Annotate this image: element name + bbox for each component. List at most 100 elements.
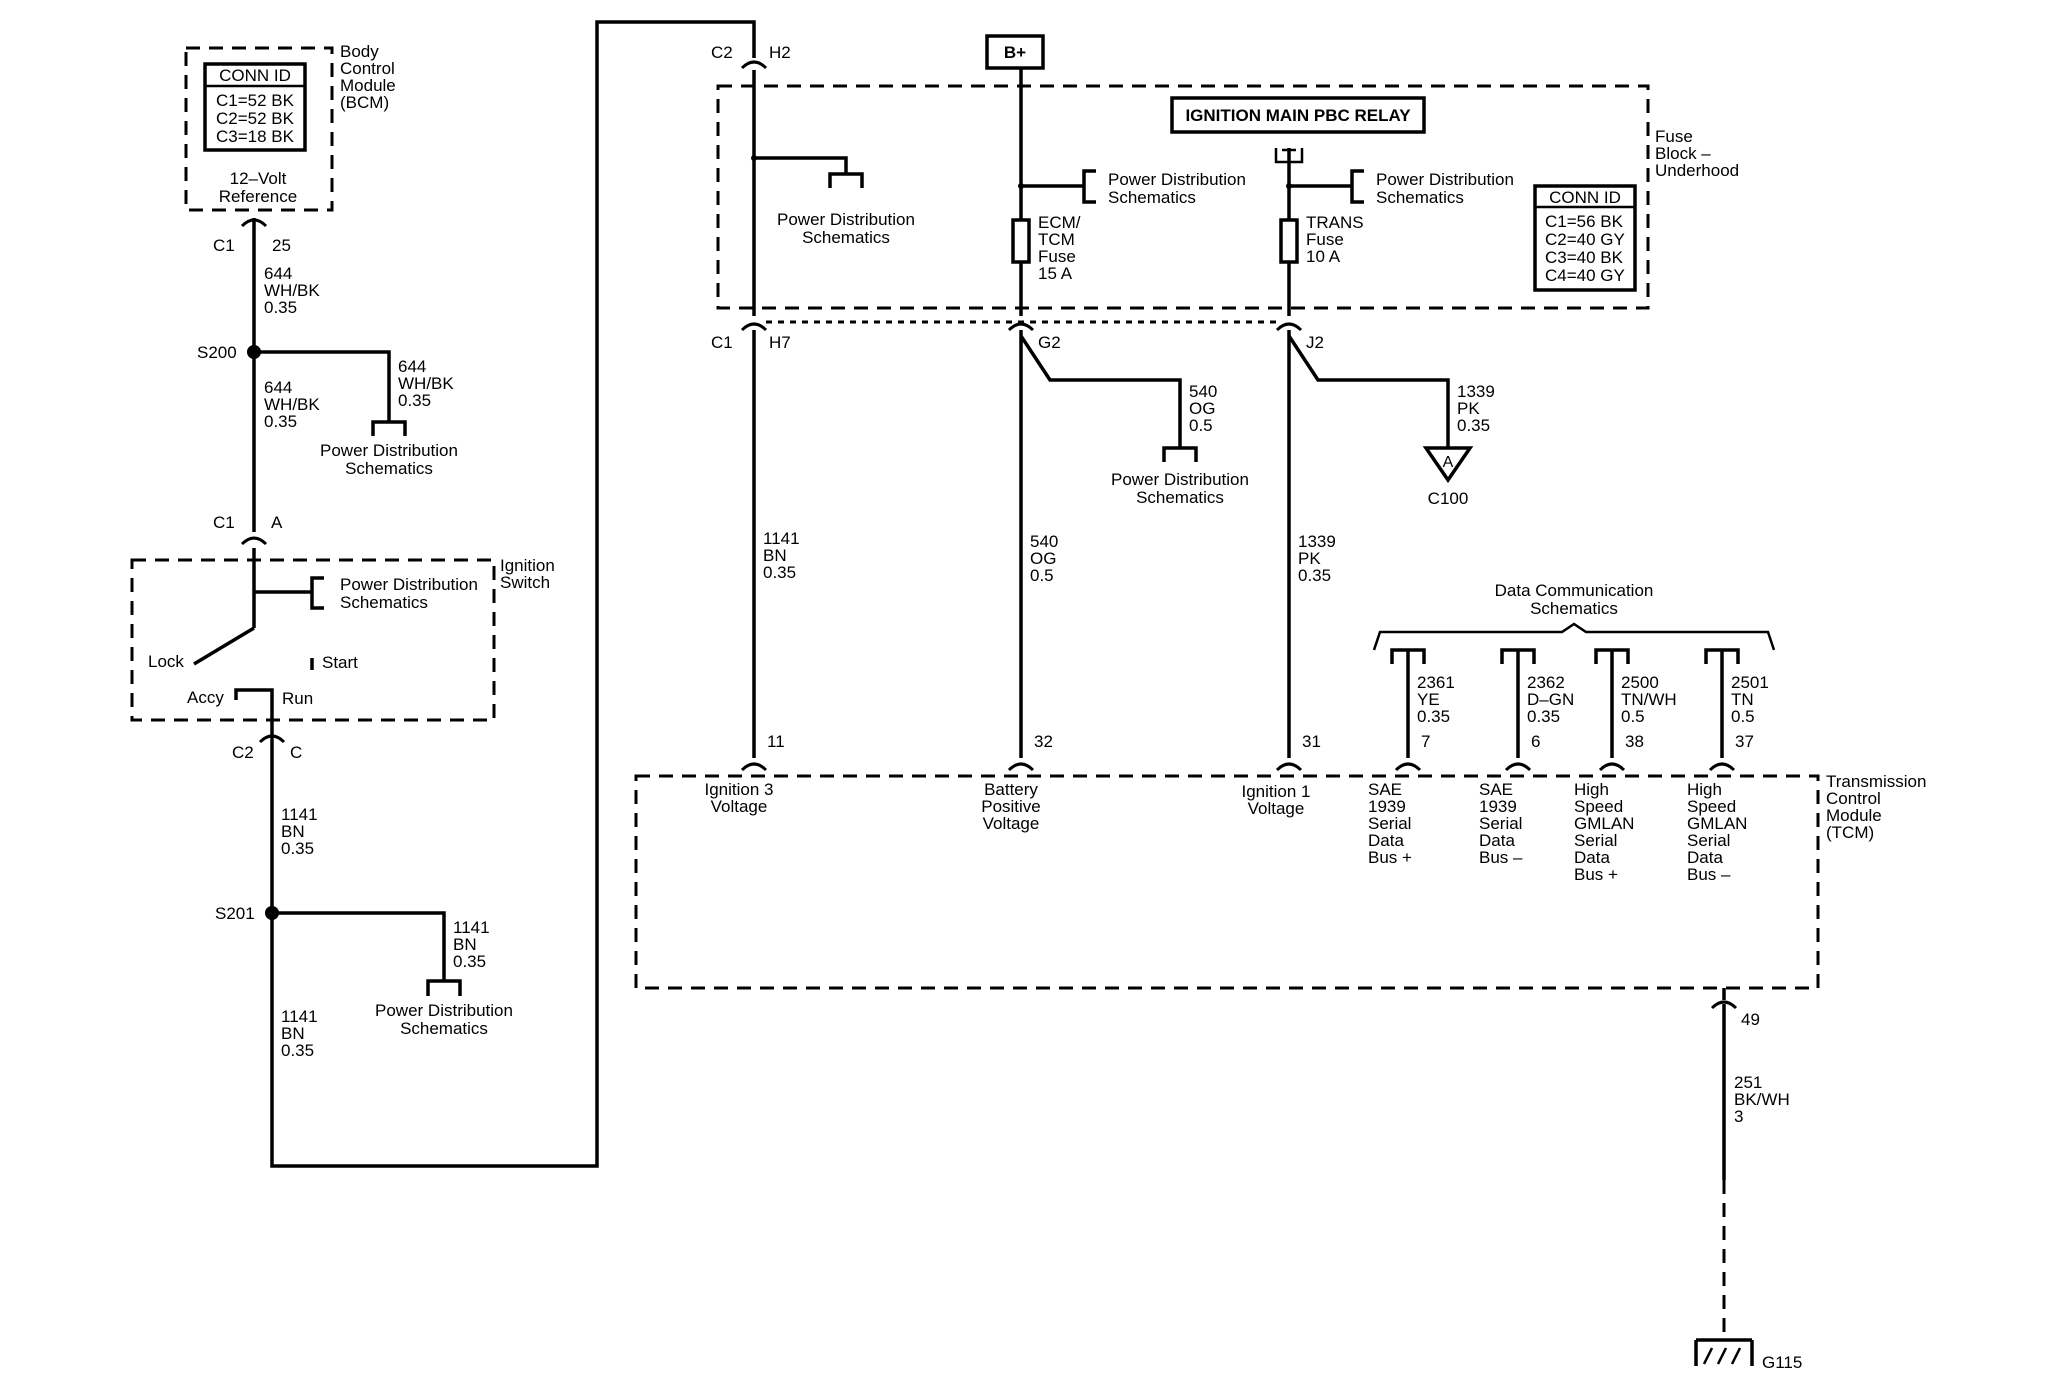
pds-ignsw-label-1: Power Distribution [340,575,478,594]
wire-2361-color: YE [1417,690,1440,709]
ignition-switch: Ignition Switch Power Distribution Schem… [130,548,555,722]
fuse-conn-id-c1: C1=56 BK [1545,212,1624,231]
ignsw-lock: Lock [148,652,184,671]
fuse-ecm-label-2: TCM [1038,230,1075,249]
pds-540-label-1: Power Distribution [1111,470,1249,489]
ignsw-start: Start [322,653,358,672]
tcm-pin-6: 6 [1531,732,1540,751]
bcm-outline [184,46,334,212]
tcm-batt-3: Voltage [983,814,1040,833]
data-comm-label-1: Data Communication [1495,581,1654,600]
tcm-gml-pos-2: Speed [1574,797,1623,816]
tcm-pin-37-connector [1708,762,1736,772]
fuse-top-pin: H2 [769,43,791,62]
tcm-gml-pos-5: Data [1574,848,1610,867]
fuse-trans [1279,218,1299,264]
ignsw-run: Run [282,689,313,708]
ignsw-accy: Accy [187,688,224,707]
fuse-block-underhood: Fuse Block – Underhood CONN ID C1=56 BK … [716,68,1739,316]
tcm-pin-6-connector [1504,762,1532,772]
pds-540-label-2: Schematics [1136,488,1224,507]
wire-540-a-circuit: 540 [1189,382,1217,401]
tcm-gml-pos-4: Serial [1574,831,1617,850]
ground-label: G115 [1762,1353,1802,1372]
tcm-sae-pos-4: Data [1368,831,1404,850]
tcm-ign3-1: Ignition 3 [705,780,774,799]
pds-s201-label-2: Schematics [400,1019,488,1038]
fuse-block-title-1: Fuse [1655,127,1693,146]
tcm-sae-neg-1: SAE [1479,780,1513,799]
tcm-gml-pos-1: High [1574,780,1609,799]
tcm-gml-neg-2: Speed [1687,797,1736,816]
pds-s200-label-1: Power Distribution [320,441,458,460]
tcm-title-1: Transmission [1826,772,1926,791]
pds-fuse-trans-label-1: Power Distribution [1376,170,1514,189]
wire-644-b-color: WH/BK [264,395,320,414]
tcm-pin-38-connector [1598,762,1626,772]
tcm-title-2: Control [1826,789,1881,808]
tcm-sae-pos-2: 1939 [1368,797,1406,816]
c100-letter: A [1443,454,1454,471]
fuse-ecm-tcm [1011,218,1031,264]
fuse-conn-id-c2: C2=40 GY [1545,230,1625,249]
splice-s201-label: S201 [215,904,255,923]
wire-540-b-size: 0.5 [1030,566,1054,585]
relay-label: IGNITION MAIN PBC RELAY [1185,106,1411,125]
ignsw-title-1: Ignition [500,556,555,575]
relay-contact [1274,148,1304,164]
bcm-ref-label-2: Reference [219,187,297,206]
tcm-batt-1: Battery [984,780,1038,799]
ignsw-blade [193,626,255,666]
wire-1141-c-size: 0.35 [281,1041,314,1060]
wire-1141-d-circuit: 1141 [763,529,800,548]
b-plus-label: B+ [1004,43,1026,62]
bcm-conn-id-c1: C1=52 BK [216,91,295,110]
wire-1339-b-color: PK [1298,549,1321,568]
tcm-ign1-1: Ignition 1 [1242,782,1311,801]
wire-2500-circuit: 2500 [1621,673,1659,692]
wire-1141-a-color: BN [281,822,305,841]
ignsw-outline [130,558,496,722]
wire-2362-size: 0.35 [1527,707,1560,726]
tcm-sae-neg-3: Serial [1479,814,1522,833]
tcm-gml-neg-4: Serial [1687,831,1730,850]
wire-644-b-size: 0.35 [264,412,297,431]
pds-fuse-trans-label-2: Schematics [1376,188,1464,207]
ignsw-accy-run-contact [234,688,274,722]
bcm-pin-label: 25 [272,236,291,255]
tcm-pin-49: 49 [1741,1010,1760,1029]
bcm-conn-label: C1 [213,236,235,255]
fuse-block-title-3: Underhood [1655,161,1739,180]
pds-symbol-fuse-h [828,172,864,188]
bcm-title-2: Control [340,59,395,78]
tcm-pin-11: 11 [767,732,785,751]
fuse-top-connector [740,60,768,70]
pds-ignsw-label-2: Schematics [340,593,428,612]
wire-1141-a-circuit: 1141 [281,805,318,824]
wire-644-c-size: 0.35 [398,391,431,410]
bcm-conn-id-c3: C3=18 BK [216,127,295,146]
tcm-batt-2: Positive [981,797,1041,816]
pds-symbol-s201 [426,979,462,996]
wire-1141-loop [270,20,756,1168]
tcm-pin-7-connector [1394,762,1422,772]
fuse-trans-label-2: Fuse [1306,230,1344,249]
wire-1141-b-color: BN [453,935,477,954]
tcm-pin-7: 7 [1421,732,1430,751]
fuse-top-conn: C2 [711,43,733,62]
wire-2500-color: TN/WH [1621,690,1677,709]
bcm-conn-id-c2: C2=52 BK [216,109,295,128]
wire-1339-b-circuit: 1339 [1298,532,1336,551]
ignsw-pin-top: A [271,513,283,532]
wire-540-b-color: OG [1030,549,1056,568]
data-comm-lines: 2361 YE 0.35 2362 D–GN 0.35 2500 TN/WH 0… [1390,648,1769,758]
bcm-title-3: Module [340,76,396,95]
tcm-pin-32-connector [1007,762,1035,772]
pds-symbol-fuse-trans [1350,169,1364,204]
data-comm-bracket [1372,622,1776,651]
wire-1339-a-color: PK [1457,399,1480,418]
bcm-title-4: (BCM) [340,93,389,112]
fuse-c1-j2-connector [1275,322,1303,332]
fuse-pin-g2: G2 [1038,333,1061,352]
wire-251-size: 3 [1734,1107,1743,1126]
